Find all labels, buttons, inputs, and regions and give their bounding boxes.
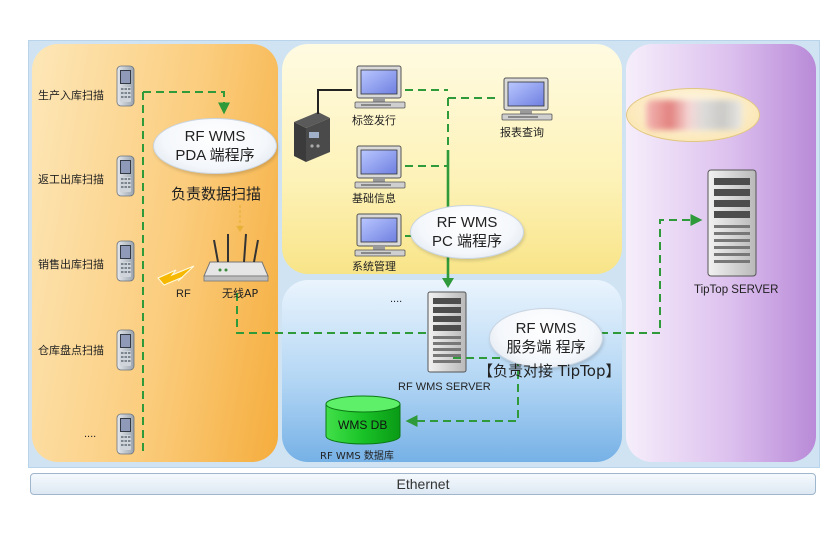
- pda-zone: [32, 44, 278, 462]
- server-program-line2: 服务端 程序: [506, 339, 586, 356]
- server-zone-ellipsis: ....: [390, 293, 403, 305]
- scanner-label-production-in: 生产入库扫描: [38, 89, 104, 102]
- blurred-logo: [646, 100, 742, 130]
- pc-system-mgmt-label: 系统管理: [352, 260, 396, 273]
- pc-basic-info-icon: [354, 145, 406, 189]
- pc-program-line1: RF WMS: [436, 214, 498, 231]
- wms-db-caption: RF WMS 数据库: [320, 451, 394, 462]
- arrow-head: [236, 226, 244, 232]
- rf-wms-server-label: RF WMS SERVER: [398, 381, 491, 393]
- rf-wms-server-icon: [427, 291, 467, 373]
- scanner-label-sales-out: 销售出库扫描: [38, 258, 104, 271]
- ethernet-label: Ethernet: [396, 476, 450, 492]
- pda-caption: 负责数据扫描: [171, 185, 262, 203]
- pda-device-icon: [116, 65, 135, 107]
- ap-to-server-link: [236, 293, 448, 334]
- pda-device-icon: [116, 413, 135, 455]
- pc-report-query-icon: [501, 77, 553, 121]
- pda-device-icon: [116, 329, 135, 371]
- wms-db-icon: [325, 395, 401, 445]
- pda-program-line2: PDA 端程序: [175, 147, 255, 164]
- wireless-ap-icon: [203, 233, 269, 282]
- pda-program-line1: RF WMS: [184, 128, 246, 145]
- pc-program-line2: PC 端程序: [431, 233, 502, 250]
- rf-label: RF: [176, 288, 191, 300]
- tiptop-server-label: TipTop SERVER: [694, 284, 779, 296]
- pda-to-program-link: [143, 91, 230, 115]
- pc-label-print-icon: [354, 65, 406, 109]
- label-printer-icon: [294, 112, 330, 162]
- printer-cable: [317, 89, 352, 114]
- pc-basic-info-label: 基础信息: [352, 192, 396, 205]
- rf-signal-icon: [157, 265, 195, 286]
- pc-system-mgmt-icon: [354, 213, 406, 257]
- pda-device-icon: [116, 155, 135, 197]
- server-caption: 【负责对接 TipTop】: [478, 362, 621, 380]
- pda-device-icon: [116, 240, 135, 282]
- scanner-label-more: ....: [84, 428, 97, 440]
- server-program-bubble: RF WMS 服务端 程序: [489, 308, 603, 368]
- server-to-tiptop-link: [600, 214, 703, 334]
- pc-label-print-label: 标签发行: [352, 114, 396, 127]
- pc-program-bubble: RF WMS PC 端程序: [410, 205, 524, 259]
- scanner-label-rework-out: 返工出库扫描: [38, 173, 104, 186]
- ap-label: 无线AP: [222, 287, 259, 300]
- tiptop-server-icon: [707, 169, 757, 277]
- server-program-line1: RF WMS: [515, 320, 577, 337]
- wms-db-label: WMS DB: [338, 418, 388, 432]
- ethernet-bar: Ethernet: [30, 473, 816, 495]
- scanner-label-stocktake: 仓库盘点扫描: [38, 344, 104, 357]
- pda-program-bubble: RF WMS PDA 端程序: [153, 118, 277, 174]
- arrow-head: [442, 278, 454, 288]
- server-to-db-link: [405, 357, 519, 427]
- pc-report-query-label: 报表查询: [500, 126, 544, 139]
